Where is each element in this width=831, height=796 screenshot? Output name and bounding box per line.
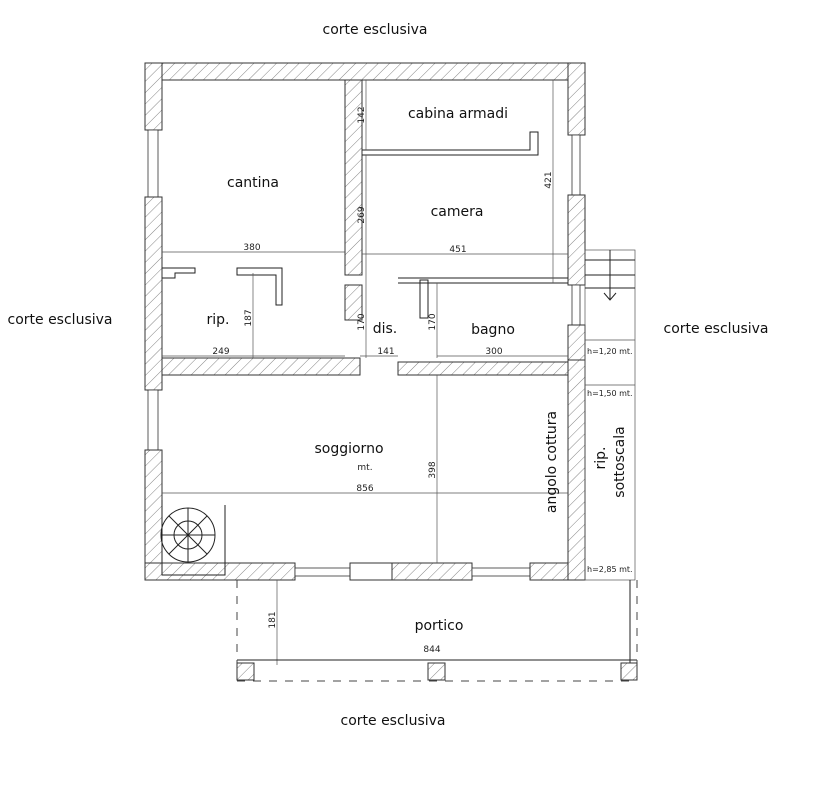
dim-cabina-height: 142 [357,106,367,123]
label-corte-bottom: corte esclusiva [341,713,446,729]
dim-dis-height-right: 170 [428,313,438,330]
soggiorno-unit: mt. [357,463,372,473]
room-cabina-armadi: cabina armadi [408,106,508,122]
room-angolo-cottura: angolo cottura [544,411,560,513]
height-label-1: h=1,20 mt. [587,347,633,356]
spiral-stair-icon [160,500,226,576]
room-bagno: bagno [471,322,515,338]
label-corte-top: corte esclusiva [323,22,428,38]
dimension-lines [162,80,637,665]
room-rip-sottoscala-2: sottoscala [612,426,628,497]
label-corte-right: corte esclusiva [664,321,769,337]
dim-soggiorno-height: 398 [428,461,438,478]
room-camera: camera [431,204,484,220]
height-label-3: h=2,85 mt. [587,565,633,574]
dim-rip-height: 187 [244,309,254,326]
label-corte-left: corte esclusiva [8,312,113,328]
room-rip: rip. [207,312,230,328]
dim-portico-width: 844 [423,645,440,655]
dim-portico-depth: 181 [268,611,278,628]
dim-camera-total-height: 421 [544,171,554,188]
dim-camera-width: 451 [449,245,466,255]
room-rip-sottoscala-1: rip. [593,447,609,470]
dim-dis-height-left: 170 [357,313,367,330]
dim-rip-width: 249 [212,347,229,357]
room-cantina: cantina [227,175,279,191]
room-dis: dis. [373,321,398,337]
room-portico: portico [415,618,464,634]
dim-soggiorno-width: 856 [356,484,373,494]
height-label-2: h=1,50 mt. [587,389,633,398]
dim-bagno-width: 300 [485,347,502,357]
interior-walls [161,79,586,581]
dim-dis-width: 141 [377,347,394,357]
dim-camera-height: 269 [357,206,367,223]
room-soggiorno: soggiorno [314,441,383,457]
dim-cantina-width: 380 [243,243,260,253]
portico-outline [236,580,638,682]
